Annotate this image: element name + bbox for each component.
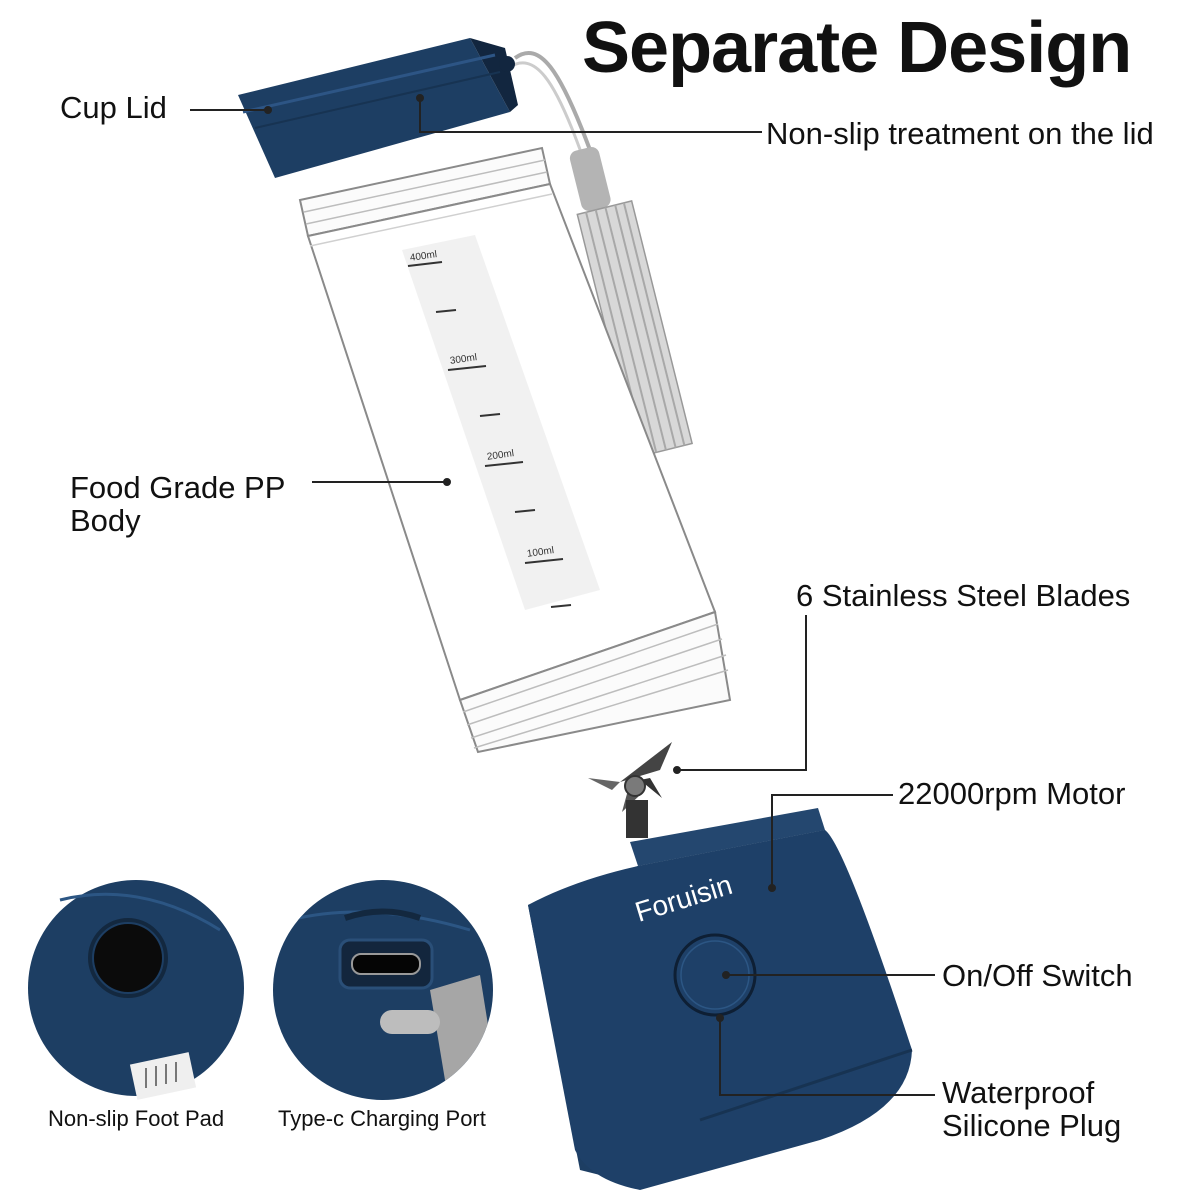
label-cup-lid: Cup Lid [60, 90, 167, 125]
lanyard-strap [507, 51, 694, 458]
label-body: Food Grade PP Body [70, 470, 286, 538]
scale-ticks [407, 261, 572, 608]
cup-body-shape [298, 146, 732, 754]
label-foot-pad: Non-slip Foot Pad [48, 1106, 225, 1131]
label-blades: 6 Stainless Steel Blades [796, 578, 1131, 613]
page-title: Separate Design [582, 8, 1132, 88]
label-motor: 22000rpm Motor [898, 776, 1126, 811]
label-switch: On/Off Switch [942, 958, 1133, 993]
label-charging-port: Type-c Charging Port [278, 1106, 486, 1131]
blades-shape [588, 742, 672, 838]
label-non-slip-lid: Non-slip treatment on the lid [766, 116, 1154, 151]
charging-port-inset [273, 880, 493, 1100]
leader-lines [190, 94, 935, 1096]
cup-lid-shape [238, 38, 518, 178]
motor-base-shape [528, 808, 913, 1190]
foot-pad-inset [28, 880, 244, 1100]
label-plug: Waterproof Silicone Plug [942, 1075, 1122, 1143]
